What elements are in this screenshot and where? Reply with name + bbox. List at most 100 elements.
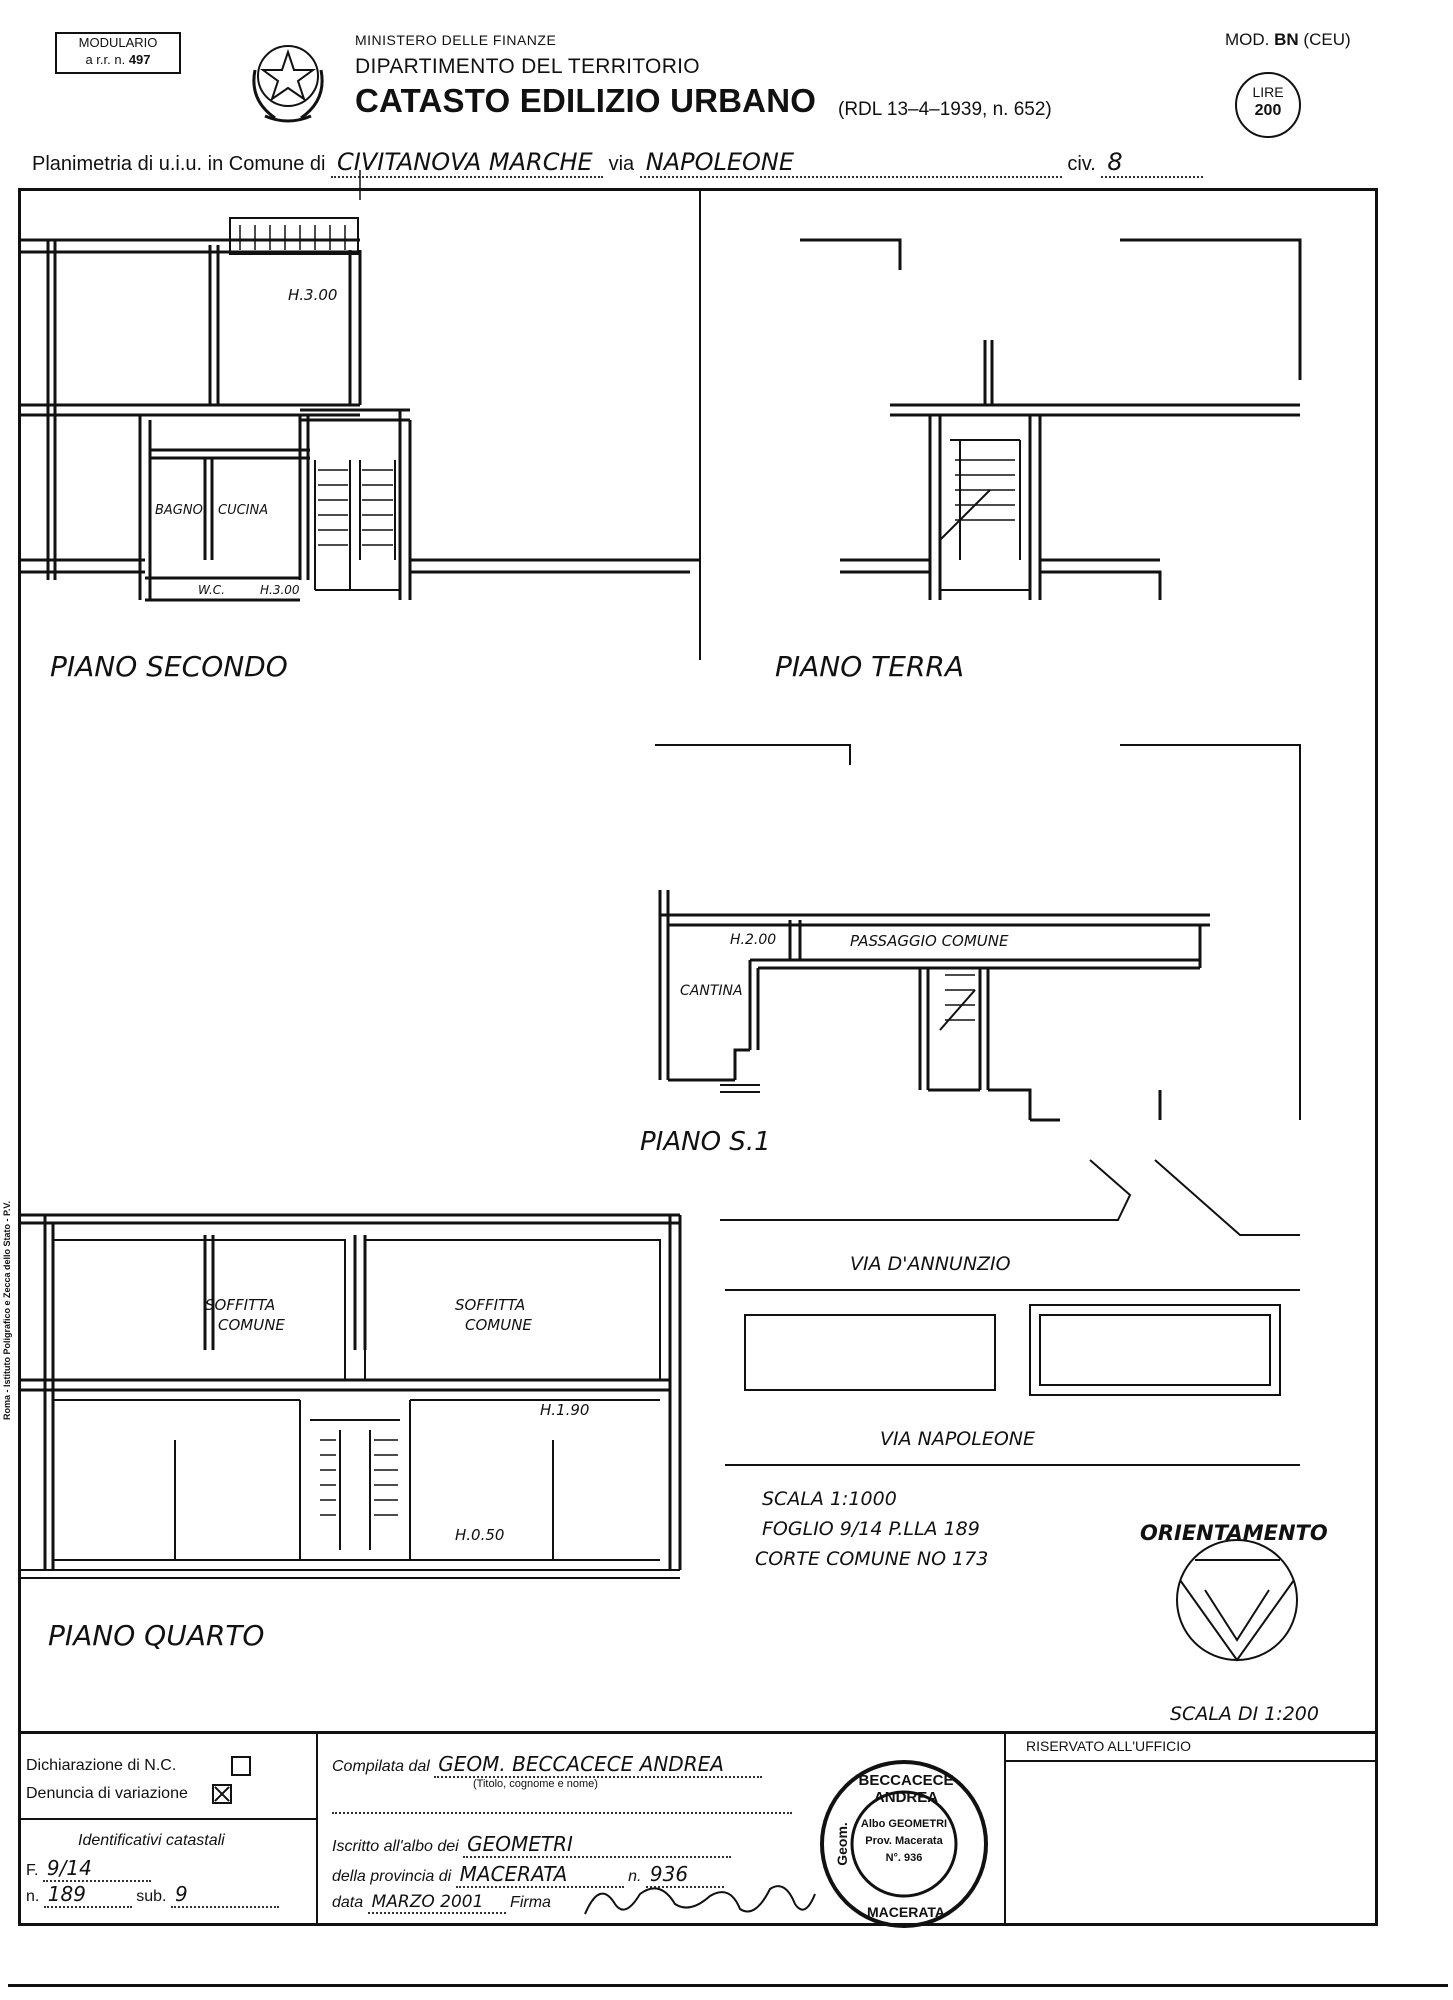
row-compilata: Compilata dal GEOM. BECCACECE ANDREA [332,1752,763,1778]
albo-num-label: n. [628,1868,642,1885]
footer-right-box: RISERVATO ALL'UFFICIO [1006,1734,1378,1926]
data-label: data [332,1894,364,1911]
titolo-hint: (Titolo, cognome e nome) [473,1778,598,1790]
stamp-rings [820,1760,988,1928]
geometra-stamp: BECCACECE ANDREA Geom. MACERATA Albo GEO… [818,1758,990,1930]
label-height-wc: H.3.00 [260,583,300,597]
label-scala-1000: SCALA 1:1000 [762,1488,897,1510]
row-data: data MARZO 2001 Firma [332,1892,551,1914]
row-dichiarazione: Dichiarazione di N.C. [26,1756,251,1776]
planimetria-line: Planimetria di u.i.u. in Comune di CIVIT… [32,148,1362,178]
label-piano-secondo: PIANO SECONDO [50,650,288,683]
label-soffitta-2: SOFFITTA [455,1296,525,1314]
dipartimento-title: DIPARTIMENTO DEL TERRITORIO [355,55,700,78]
footer-left-divider [18,1818,316,1820]
foglio-label: F. [26,1862,39,1879]
drawing-frame [18,188,1378,1734]
label-orientamento: ORIENTAMENTO [1140,1521,1328,1545]
foglio-value: 9/14 [42,1856,151,1882]
numero-label: n. [26,1888,40,1905]
label-soffitta-1: SOFFITTA [205,1296,275,1314]
compilata-label: Compilata dal [332,1758,430,1775]
data-value: MARZO 2001 [367,1892,506,1914]
compilata-blank-line [332,1812,792,1814]
footer-left-box: Dichiarazione di N.C. Denuncia di variaz… [18,1734,318,1926]
ministero-title: MINISTERO DELLE FINANZE [355,32,557,48]
printer-note: Roma - Istituto Poligrafico e Zecca dell… [2,1200,12,1420]
stamp-center: Albo GEOMETRI Prov. Macerata N°. 936 [856,1816,952,1867]
civ-label: civ. [1067,153,1096,175]
stair-hatching [239,225,1015,1516]
row-provincia: della provincia di MACERATA n. 936 [332,1862,724,1888]
row-foglio: F. 9/14 [26,1856,151,1882]
sub-value: 9 [170,1882,279,1908]
stamp-top-text: BECCACECE ANDREA [858,1772,954,1806]
mod-code: MOD. BN (CEU) [1225,30,1351,50]
label-piano-quarto: PIANO QUARTO [48,1619,264,1652]
civ-value: 8 [1101,148,1204,178]
via-value: NAPOLEONE [639,148,1062,178]
row-numero: n. 189 sub. 9 [26,1882,279,1908]
modulario-ref: a r.r. n. 497 [57,51,179,68]
plan-walls [18,170,1302,1662]
lire-value: 200 [1254,102,1282,119]
stamp-center-line2: Prov. Macerata [865,1835,943,1847]
provincia-value: MACERATA [455,1862,624,1888]
footer-frame [18,1734,1378,1926]
label-scala-200: SCALA DI 1:200 [1170,1703,1319,1725]
signature [584,1885,816,1915]
denuncia-label: Denuncia di variazione [26,1785,188,1803]
republic-emblem-icon [252,45,324,123]
planimetria-label: Planimetria di u.i.u. in Comune di [32,153,326,175]
label-piano-terra: PIANO TERRA [775,650,964,683]
rdl-reference: (RDL 13–4–1939, n. 652) [838,99,1052,120]
footer-middle-box: Compilata dal GEOM. BECCACECE ANDREA (Ti… [318,1734,1006,1926]
stamp-center-line1: Albo GEOMETRI [860,1818,948,1830]
dichiarazione-label: Dichiarazione di N.C. [26,1757,177,1775]
mod-suffix: (CEU) [1303,30,1351,49]
denuncia-checkbox[interactable] [212,1784,233,1804]
albo-num-value: 936 [645,1862,724,1888]
label-height-quarto-2: H.0.50 [455,1526,504,1544]
modulario-number: 497 [128,52,151,67]
via-label: via [608,153,635,175]
row-iscritto: Iscritto all'albo dei GEOMETRI [332,1832,732,1858]
label-via-dannunzio: VIA D'ANNUNZIO [850,1253,1011,1275]
riservato-divider [1006,1760,1376,1762]
label-passaggio-comune: PASSAGGIO COMUNE [850,932,1009,950]
stamp-bottom-text: MACERATA [866,1904,946,1920]
mod-prefix: MOD. [1225,30,1270,49]
modulario-label: MODULARIO [78,35,158,50]
label-piano-s1: PIANO S.1 [640,1127,771,1157]
firma-label: Firma [510,1894,551,1911]
lire-label: LIRE [1252,84,1284,100]
comune-value: CIVITANOVA MARCHE [331,148,604,178]
label-via-napoleone: VIA NAPOLEONE [880,1428,1035,1450]
label-soffitta-2-comune: COMUNE [465,1316,532,1334]
riservato-label: RISERVATO ALL'UFFICIO [1026,1738,1192,1754]
modulario-box: MODULARIO a r.r. n. 497 [55,32,181,74]
mod-code-value: BN [1274,30,1299,49]
label-foglio: FOGLIO 9/14 P.LLA 189 [762,1518,980,1540]
label-bagno: BAGNO [155,503,203,518]
label-height-quarto-1: H.1.90 [540,1401,589,1419]
row-denuncia: Denuncia di variazione [26,1784,233,1804]
label-height-s1: H.2.00 [730,932,776,948]
dichiarazione-checkbox[interactable] [230,1756,251,1776]
label-cucina: CUCINA [218,503,268,518]
lire-stamp: LIRE 200 [1235,72,1301,138]
page-bottom-rule [8,1984,1448,1987]
sub-label: sub. [136,1888,167,1905]
provincia-label: della provincia di [332,1868,452,1885]
catasto-title: CATASTO EDILIZIO URBANO [355,82,817,119]
iscritto-value: GEOMETRI [463,1832,732,1858]
label-wc: W.C. [198,583,225,597]
stamp-center-line3: N°. 936 [885,1852,923,1864]
iscritto-label: Iscritto all'albo dei [332,1838,459,1855]
stamp-left-text: Geom. [833,1822,850,1866]
label-cantina: CANTINA [680,983,743,999]
identificativi-label: Identificativi catastali [78,1832,225,1849]
modulario-ref-label: a r.r. n. [85,52,126,67]
label-corte-comune: CORTE COMUNE NO 173 [755,1548,988,1570]
